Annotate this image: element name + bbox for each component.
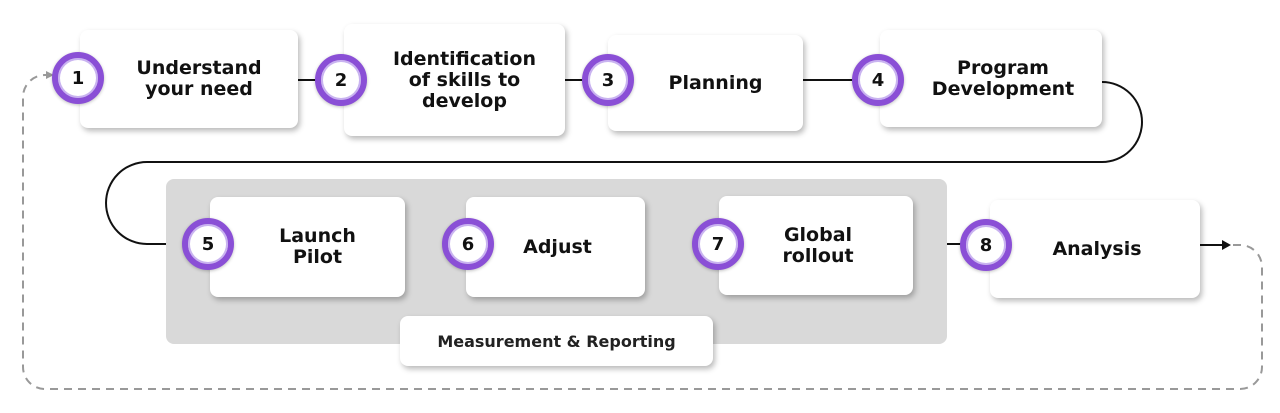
step-badge-8: 8 xyxy=(960,219,1012,271)
step-badge-6: 6 xyxy=(442,218,494,270)
step-card-4: Program Development xyxy=(880,30,1102,127)
step-badge-4: 4 xyxy=(852,54,904,106)
measurement-reporting-label: Measurement & Reporting xyxy=(400,316,713,366)
step-badge-7: 7 xyxy=(692,218,744,270)
step-badge-3: 3 xyxy=(582,54,634,106)
step-card-7: Global rollout xyxy=(719,196,913,295)
feedback-loop xyxy=(22,74,1263,390)
step-badge-2: 2 xyxy=(315,54,367,106)
step-card-5: Launch Pilot xyxy=(210,197,405,297)
step-card-6: Adjust xyxy=(466,197,645,297)
step-card-8: Analysis xyxy=(990,200,1200,298)
step-badge-5: 5 xyxy=(182,218,234,270)
step-card-1: Understand your need xyxy=(80,30,298,128)
feedback-arrow-head xyxy=(46,71,54,79)
step-card-3: Planning xyxy=(608,35,803,131)
step-badge-1: 1 xyxy=(52,52,104,104)
output-arrow-head xyxy=(1222,240,1231,250)
connector-4-5 xyxy=(105,81,1143,245)
step-card-2: Identification of skills to develop xyxy=(344,24,565,136)
